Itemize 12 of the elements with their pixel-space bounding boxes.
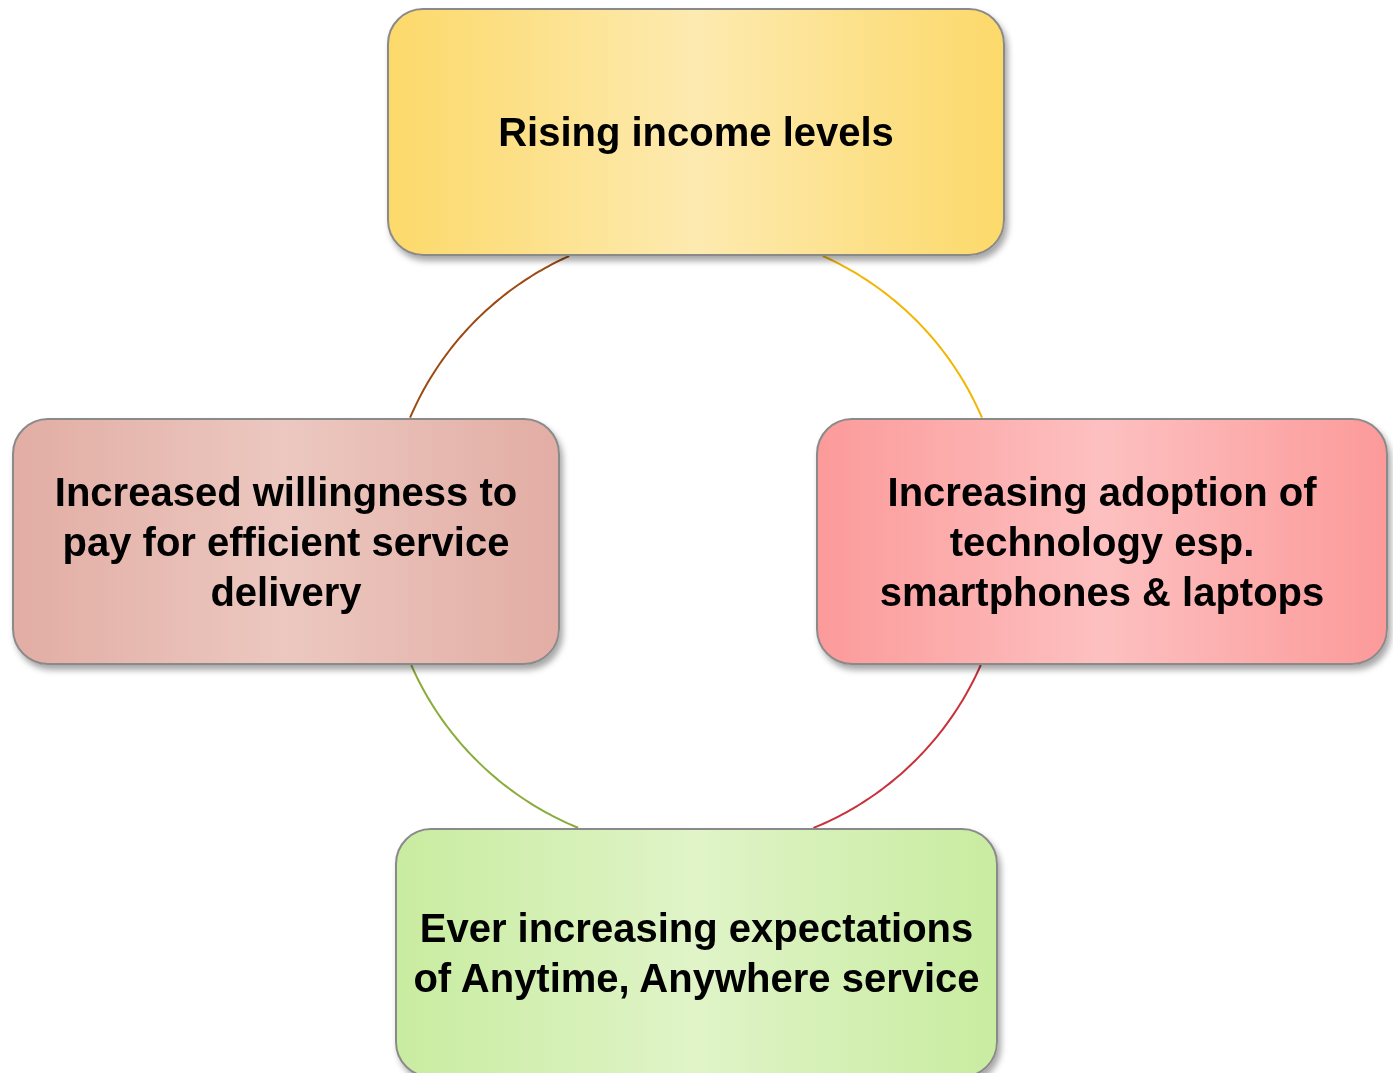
connector-arc	[410, 664, 580, 829]
box-label: Ever increasing expectations of Anytime, Anywhere service	[412, 905, 981, 1002]
connector-arc	[812, 664, 982, 829]
box-label: Increased willingness to pay for efficient service delivery	[53, 468, 519, 616]
box-label: Increasing adoption of technology esp. smartphones & laptops	[878, 468, 1326, 616]
connector-arc	[821, 255, 983, 419]
rounded-box	[387, 8, 1005, 256]
rounded-box	[12, 418, 560, 665]
rounded-box	[395, 828, 998, 1073]
connector-arc	[409, 255, 571, 419]
box-label: Rising income levels	[497, 109, 895, 156]
rounded-box	[816, 418, 1388, 665]
